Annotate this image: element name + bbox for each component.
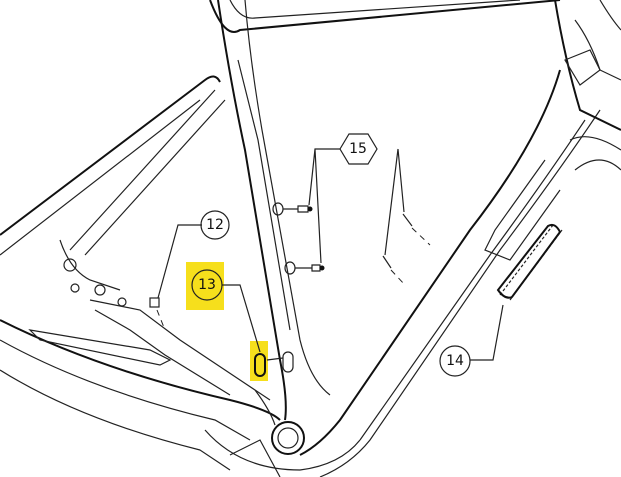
part-12-nut (149, 297, 166, 331)
part-13-grommet (254, 351, 294, 377)
leader-lines (157, 148, 504, 361)
svg-text:13: 13 (198, 277, 216, 293)
part-14-spring (496, 223, 563, 301)
part-15-bolts (272, 202, 431, 286)
callout-12: 12 (200, 210, 230, 240)
callout-13: 13 (191, 269, 223, 301)
callout-15: 15 (339, 133, 378, 165)
svg-text:15: 15 (349, 141, 367, 157)
svg-text:12: 12 (206, 217, 224, 233)
callout-14: 14 (439, 345, 471, 377)
svg-text:14: 14 (446, 353, 464, 369)
